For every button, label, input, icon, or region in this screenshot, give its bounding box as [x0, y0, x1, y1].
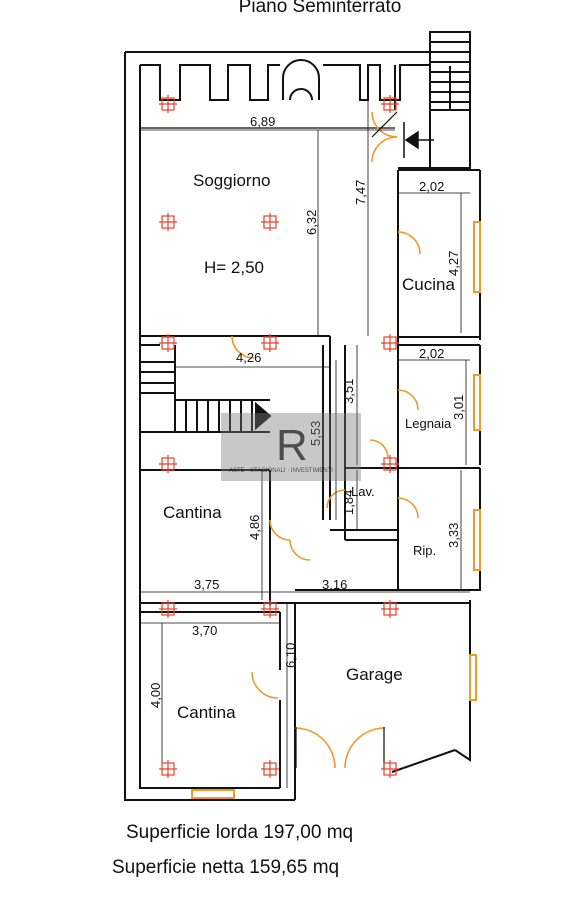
dimension-label: 4,00	[148, 683, 163, 708]
dimension-label: 3,51	[341, 379, 356, 404]
dimension-label: 3,75	[194, 577, 219, 592]
dimension-label: 6,32	[304, 210, 319, 235]
dimension-label: 3,70	[192, 623, 217, 638]
walls	[124, 31, 481, 801]
room-label-rip: Rip.	[413, 543, 436, 558]
dimension-label: 6,89	[250, 114, 275, 129]
superficie-lorda: Superficie lorda 197,00 mq	[126, 822, 354, 843]
dimension-label: 4,27	[446, 251, 461, 276]
windows	[191, 221, 481, 799]
plan-title: Piano Seminterrato	[238, 0, 402, 17]
room-label-soggiorno: Soggiorno	[193, 171, 271, 190]
dimension-label: 3,33	[446, 523, 461, 548]
watermark-text: ASTE · STAGIONALI · INVESTIMENTI	[229, 468, 333, 474]
dimension-label: 2,02	[419, 179, 444, 194]
dimension-label: 3,01	[451, 395, 466, 420]
dimension-label: 4,26	[236, 350, 261, 365]
room-height-label: H= 2,50	[204, 258, 264, 277]
room-label-cantina-upper: Cantina	[163, 503, 222, 522]
watermark-logo: R	[276, 421, 308, 470]
dimension-label: 4,86	[247, 515, 262, 540]
room-label-garage: Garage	[346, 665, 403, 684]
room-label-lav: Lav.	[351, 484, 375, 499]
dimension-label: 2,02	[419, 346, 444, 361]
column-markers	[159, 95, 399, 778]
room-label-cantina-lower: Cantina	[177, 703, 236, 722]
dimension-lines	[140, 65, 470, 788]
dimension-label: 5,53	[308, 421, 323, 446]
entrance-arrow	[403, 122, 434, 158]
dimension-label: 3,16	[322, 577, 347, 592]
watermark: R ASTE · STAGIONALI · INVESTIMENTI	[221, 413, 361, 481]
room-label-legnaia: Legnaia	[405, 416, 452, 431]
dimension-label: 7,47	[353, 180, 368, 205]
dimension-label: 1,84	[341, 490, 356, 515]
room-label-cucina: Cucina	[402, 275, 455, 294]
dimension-label: 6,10	[283, 643, 298, 668]
doors	[231, 111, 421, 769]
superficie-netta: Superficie netta 159,65 mq	[112, 857, 340, 878]
door-leaves	[295, 111, 398, 768]
